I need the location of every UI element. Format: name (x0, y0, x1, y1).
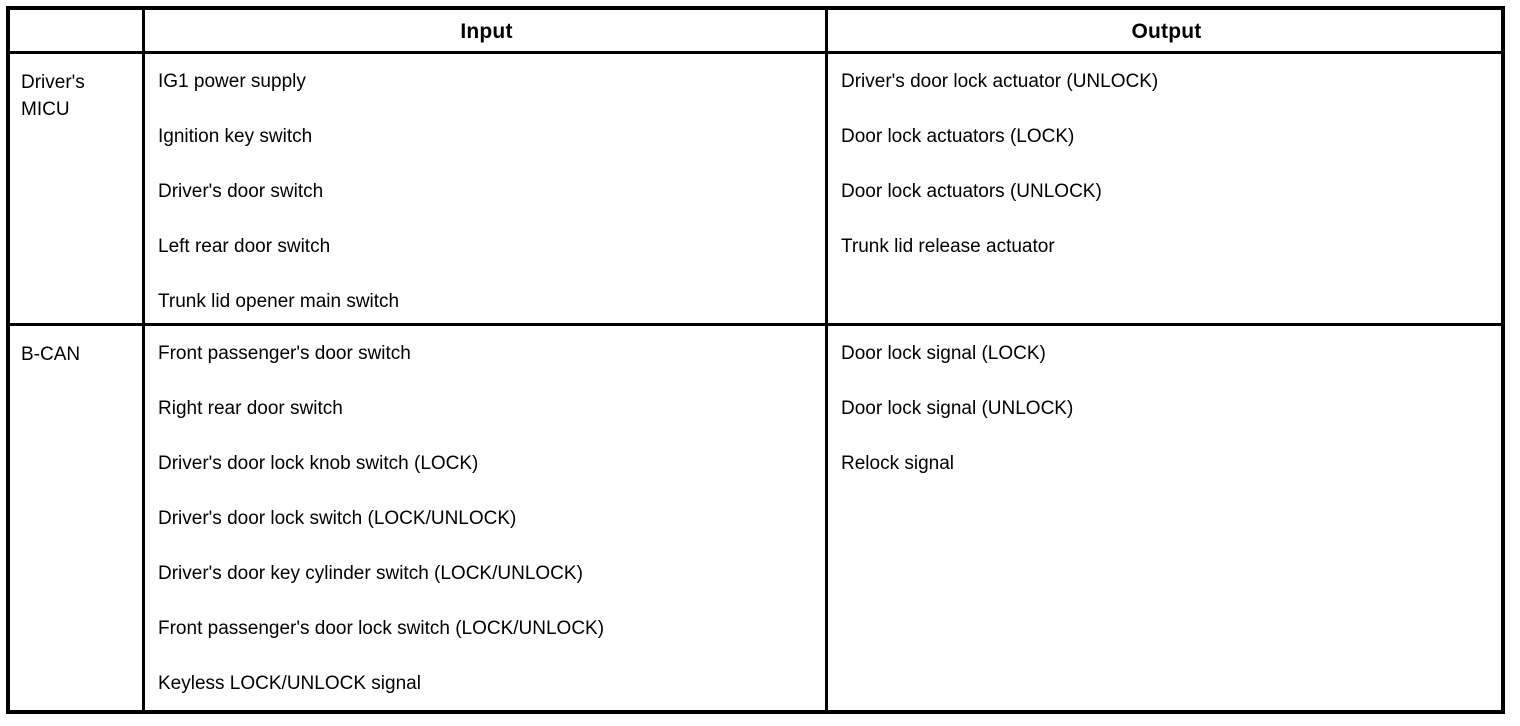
row-input-cell: Front passenger's door switch Right rear… (145, 326, 825, 710)
list-item: Left rear door switch (158, 236, 331, 257)
list-item: Driver's door key cylinder switch (LOCK/… (158, 563, 583, 584)
list-item: Driver's door lock knob switch (LOCK) (158, 453, 479, 474)
input-output-table: Input Output Driver's MICU IG1 power sup… (6, 6, 1505, 714)
table-row: B-CAN Front passenger's door switch Righ… (10, 326, 1501, 710)
row-output-cell: Driver's door lock actuator (UNLOCK) Doo… (828, 54, 1505, 323)
input-list: IG1 power supply Ignition key switch Dri… (158, 69, 825, 344)
list-item: Keyless LOCK/UNLOCK signal (158, 673, 421, 694)
table-header-row: Input Output (10, 10, 1501, 54)
list-item: Relock signal (841, 453, 954, 474)
list-item: Door lock signal (UNLOCK) (841, 398, 1074, 419)
list-item: Driver's door lock actuator (UNLOCK) (841, 71, 1159, 92)
list-item: Trunk lid release actuator (841, 236, 1055, 257)
row-output-cell: Door lock signal (LOCK) Door lock signal… (828, 326, 1505, 710)
list-item: IG1 power supply (158, 71, 306, 92)
list-item: Door lock actuators (LOCK) (841, 126, 1075, 147)
row-source-label: Driver's MICU (21, 72, 85, 120)
row-source-label-cell: Driver's MICU (10, 54, 142, 323)
list-item: Door lock actuators (UNLOCK) (841, 181, 1102, 202)
list-item: Trunk lid opener main switch (158, 291, 400, 312)
list-item: Right rear door switch (158, 398, 343, 419)
column-divider-left (142, 10, 145, 710)
input-list: Front passenger's door switch Right rear… (158, 341, 825, 726)
row-source-label-cell: B-CAN (10, 326, 142, 710)
list-item: Driver's door lock switch (LOCK/UNLOCK) (158, 508, 517, 529)
output-list: Door lock signal (LOCK) Door lock signal… (841, 341, 1505, 506)
column-header-output: Output (1131, 20, 1202, 43)
column-header-input: Input (460, 20, 513, 43)
list-item: Door lock signal (LOCK) (841, 343, 1046, 364)
row-source-label: B-CAN (21, 344, 81, 365)
column-divider-right (825, 10, 828, 710)
row-input-cell: IG1 power supply Ignition key switch Dri… (145, 54, 825, 323)
list-item: Front passenger's door lock switch (LOCK… (158, 618, 605, 639)
table-row: Driver's MICU IG1 power supply Ignition … (10, 54, 1501, 326)
list-item: Driver's door switch (158, 181, 324, 202)
output-list: Driver's door lock actuator (UNLOCK) Doo… (841, 69, 1505, 289)
list-item: Front passenger's door switch (158, 343, 411, 364)
list-item: Ignition key switch (158, 126, 313, 147)
